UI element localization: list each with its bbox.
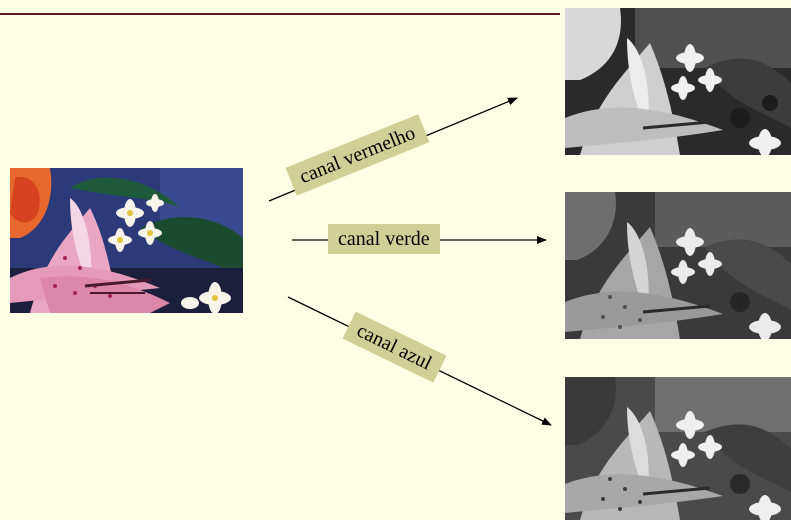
label-green-channel: canal verde [328,224,440,254]
